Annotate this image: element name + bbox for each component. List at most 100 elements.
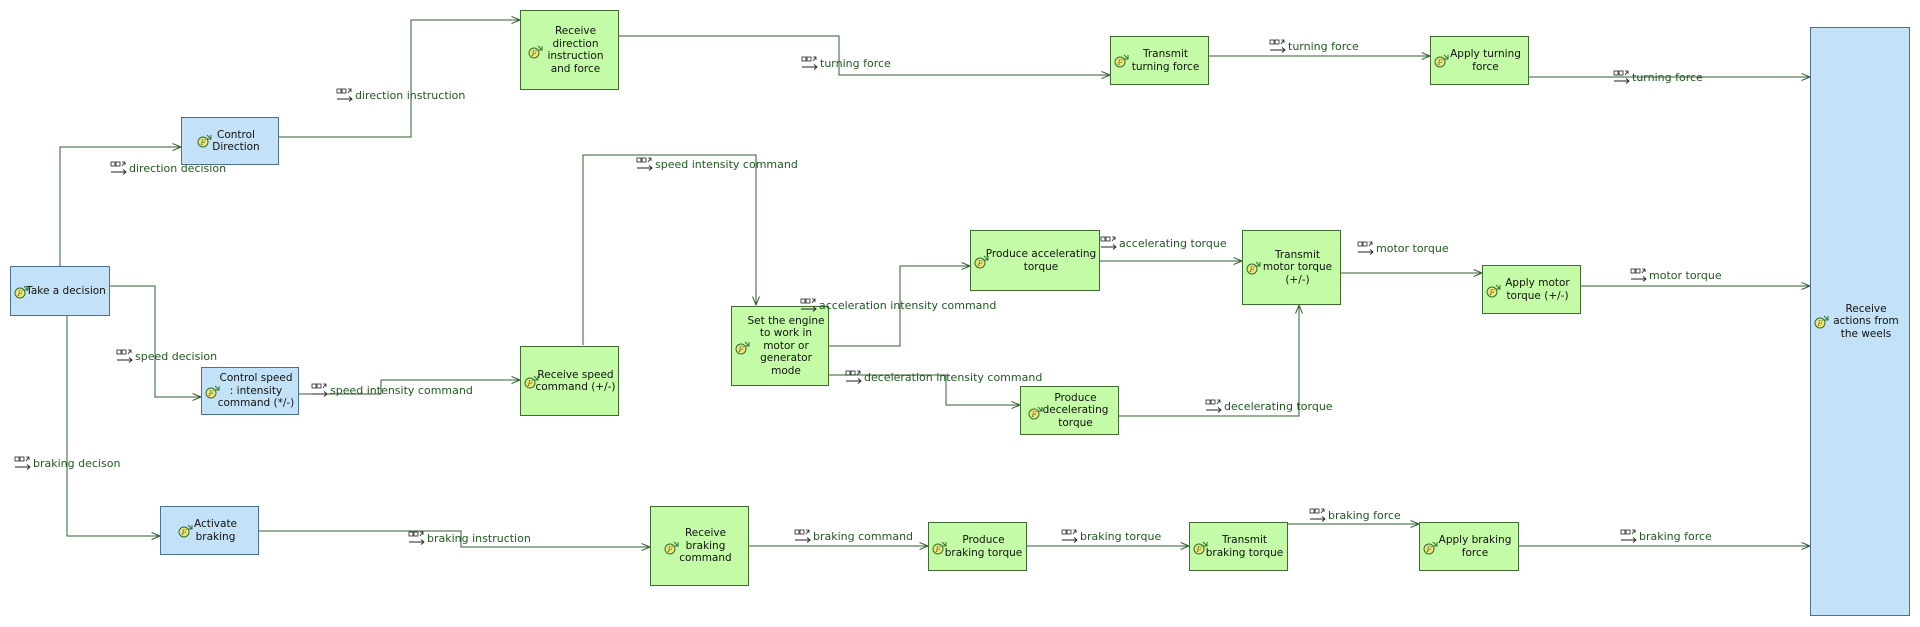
flow-label-turning-force-1[interactable]: turning force	[801, 55, 891, 71]
function-label: Produce braking torque	[944, 534, 1023, 559]
flow-label-braking-decison[interactable]: braking decison	[14, 455, 120, 471]
svg-text:F: F	[1196, 546, 1203, 554]
function-receive-speed[interactable]: F Receive speed command (+/-)	[520, 346, 619, 416]
svg-text:F: F	[667, 546, 674, 554]
svg-text:F: F	[531, 50, 538, 58]
function-icon: F	[1193, 541, 1208, 555]
flow-label-decelerating-torque[interactable]: decelerating torque	[1205, 398, 1333, 414]
function-take-a-decision[interactable]: F Take a decision	[10, 266, 110, 316]
function-label: Control Direction	[212, 128, 260, 154]
function-label: Apply motor torque (+/-)	[1505, 277, 1570, 302]
function-apply-braking-force[interactable]: F Apply braking force	[1419, 522, 1519, 571]
exchange-item-icon	[1630, 268, 1647, 282]
flow-label-text: acceleration intensity command	[819, 298, 997, 312]
function-produce-decelerating-torque[interactable]: F Produce decelerating torque	[1020, 386, 1119, 435]
flow-label-motor-torque-1[interactable]: motor torque	[1357, 240, 1449, 256]
function-label: Receive speed command (+/-)	[535, 368, 616, 394]
edge-turning-force-1[interactable]	[619, 35, 1110, 75]
flow-label-deceleration-intensity-command[interactable]: deceleration intensity command	[845, 369, 1042, 385]
function-receive-actions-from-weels[interactable]: F Receive actions from the weels	[1810, 27, 1910, 616]
function-label: Transmit braking torque	[1205, 534, 1284, 559]
function-icon: F	[664, 541, 679, 555]
edge-acceleration-intensity-command[interactable]	[829, 266, 970, 347]
function-label: Receive direction instruction and force	[547, 25, 604, 75]
exchange-item-icon	[311, 383, 328, 397]
function-icon: F	[197, 134, 212, 148]
edge-braking-decison[interactable]	[66, 316, 160, 536]
svg-text:F: F	[527, 380, 534, 388]
svg-text:F: F	[935, 546, 942, 554]
function-apply-motor-torque[interactable]: F Apply motor torque (+/-)	[1482, 265, 1581, 314]
flow-label-braking-force-1[interactable]: braking force	[1309, 507, 1401, 523]
flow-label-acceleration-intensity-command[interactable]: acceleration intensity command	[800, 297, 996, 313]
function-icon: F	[14, 285, 29, 299]
flow-label-braking-force-2[interactable]: braking force	[1620, 528, 1712, 544]
function-icon: F	[524, 375, 539, 389]
function-icon: F	[1028, 406, 1043, 420]
function-label: Receive actions from the weels	[1833, 302, 1899, 340]
function-produce-braking-torque[interactable]: F Produce braking torque	[928, 522, 1027, 571]
exchange-item-icon	[800, 298, 817, 312]
function-transmit-braking-torque[interactable]: F Transmit braking torque	[1189, 522, 1288, 571]
function-receive-braking-command[interactable]: F Receive braking command	[650, 506, 749, 586]
function-icon: F	[1423, 541, 1438, 555]
svg-text:F: F	[1426, 546, 1433, 554]
flow-label-braking-instruction[interactable]: braking instruction	[408, 530, 531, 546]
function-icon: F	[974, 255, 989, 269]
exchange-item-icon	[794, 529, 811, 543]
function-icon: F	[932, 541, 947, 555]
function-activate-braking[interactable]: F Activate braking	[160, 506, 259, 555]
function-label: Receive braking command	[679, 527, 732, 565]
function-control-direction[interactable]: F Control Direction	[181, 117, 279, 165]
flow-label-turning-force-2[interactable]: turning force	[1269, 38, 1359, 54]
flow-label-text: motor torque	[1649, 268, 1722, 282]
flow-label-turning-force-3[interactable]: turning force	[1613, 69, 1703, 85]
function-icon: F	[205, 385, 220, 399]
exchange-item-icon	[1620, 529, 1637, 543]
function-produce-accelerating-torque[interactable]: F Produce accelerating torque	[970, 230, 1100, 291]
flow-label-braking-torque[interactable]: braking torque	[1061, 528, 1161, 544]
flow-label-speed-intensity-command-2[interactable]: speed intensity command	[636, 156, 798, 172]
exchange-item-icon	[110, 161, 127, 175]
flow-label-direction-decision[interactable]: direction decision	[110, 160, 226, 176]
function-label: Activate braking	[193, 518, 238, 543]
edge-decelerating-torque[interactable]	[1119, 305, 1299, 417]
svg-text:F: F	[738, 346, 745, 354]
flow-label-direction-instruction[interactable]: direction instruction	[336, 87, 465, 103]
function-label: Produce accelerating torque	[985, 248, 1097, 273]
edge-speed-intensity-command-1[interactable]	[299, 380, 520, 395]
exchange-item-icon	[408, 531, 425, 545]
function-transmit-turning-force[interactable]: F Transmit turning force	[1110, 36, 1209, 85]
function-control-speed[interactable]: F Control speed : intensity command (*/-…	[201, 367, 299, 415]
flow-label-speed-intensity-command-1[interactable]: speed intensity command	[311, 382, 473, 398]
function-transmit-motor-torque[interactable]: F Transmit motor torque (+/-)	[1242, 230, 1341, 305]
function-icon: F	[735, 341, 750, 355]
flow-label-text: speed intensity command	[655, 157, 798, 171]
function-set-engine-mode[interactable]: F Set the engine to work in motor or gen…	[731, 306, 829, 386]
exchange-item-icon	[1613, 70, 1630, 84]
exchange-item-icon	[636, 157, 653, 171]
edge-speed-intensity-command-2[interactable]	[582, 154, 756, 345]
edge-speed-decision[interactable]	[110, 285, 201, 397]
exchange-item-icon	[1205, 399, 1222, 413]
edge-direction-decision[interactable]	[59, 147, 181, 266]
flow-label-text: braking force	[1639, 529, 1712, 543]
edge-deceleration-intensity-command[interactable]	[829, 374, 1020, 405]
exchange-item-icon	[1100, 236, 1117, 250]
svg-text:F: F	[1437, 59, 1444, 67]
function-apply-turning-force[interactable]: F Apply turning force	[1430, 36, 1529, 85]
flow-label-braking-command[interactable]: braking command	[794, 528, 913, 544]
edge-braking-instruction[interactable]	[259, 530, 650, 547]
function-receive-direction[interactable]: F Receive direction instruction and forc…	[520, 10, 619, 90]
flow-label-text: braking decison	[33, 456, 121, 470]
flow-label-text: accelerating torque	[1119, 236, 1227, 250]
flow-label-text: speed intensity command	[330, 383, 473, 397]
flow-label-speed-decision[interactable]: speed decision	[116, 348, 217, 364]
flow-label-motor-torque-2[interactable]: motor torque	[1630, 267, 1722, 283]
svg-text:F: F	[977, 260, 984, 268]
flow-label-accelerating-torque[interactable]: accelerating torque	[1100, 235, 1227, 251]
edge-direction-instruction[interactable]	[279, 20, 520, 138]
exchange-item-icon	[801, 56, 818, 70]
